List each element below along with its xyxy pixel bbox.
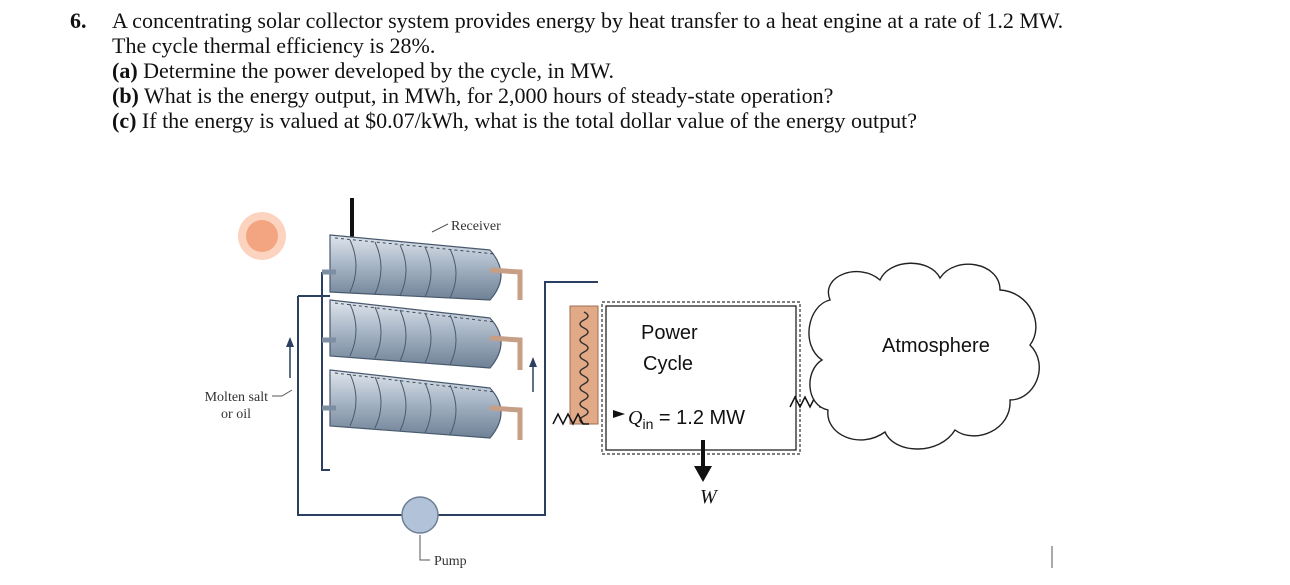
work-arrow <box>694 440 712 482</box>
fluid-label-line2: or oil <box>221 407 251 422</box>
part-b-label: (b) <box>112 83 139 108</box>
statement-line-2: The cycle thermal efficiency is 28%. <box>112 33 436 58</box>
part-b-text: What is the energy output, in MWh, for 2… <box>144 83 834 108</box>
collector-headers <box>322 269 336 411</box>
collector-2 <box>329 299 523 370</box>
atmosphere-cloud <box>808 262 1040 450</box>
statement-line-1: A concentrating solar collector system p… <box>112 8 1064 33</box>
problem-statement: 6. A concentrating solar collector syste… <box>70 8 1270 133</box>
receiver-leader <box>431 223 449 233</box>
part-c-text: If the energy is valued at $0.07/kWh, wh… <box>141 108 918 133</box>
part-a-text: Determine the power developed by the cyc… <box>143 58 614 83</box>
part-c-label: (c) <box>112 108 137 133</box>
atmosphere-label: Atmosphere <box>882 335 990 357</box>
fluid-leader <box>272 389 293 397</box>
collector-1 <box>329 234 523 301</box>
flow-arrow-right <box>529 357 537 392</box>
heat-exchanger <box>569 305 599 425</box>
fluid-label-line1: Molten salt <box>205 390 268 405</box>
power-cycle-box <box>601 301 801 455</box>
sun-icon <box>238 212 286 260</box>
work-symbol: W <box>700 486 719 508</box>
qin-arrow <box>552 410 625 426</box>
part-a-label: (a) <box>112 58 138 83</box>
qin-label: Qin = 1.2 MW <box>628 407 745 432</box>
part-b: (b) What is the energy output, in MWh, f… <box>112 83 1270 108</box>
cycle-label-line2: Cycle <box>643 353 693 375</box>
qin-symbol: Q <box>628 407 643 429</box>
problem-number: 6. <box>70 8 87 33</box>
cycle-label-line1: Power <box>641 322 698 344</box>
pump-label: Pump <box>434 554 467 569</box>
flow-arrow-left <box>286 337 294 378</box>
collector-3 <box>329 369 523 440</box>
qin-value: = 1.2 MW <box>653 407 745 429</box>
receiver-label: Receiver <box>451 219 501 234</box>
qin-subscript: in <box>642 416 653 432</box>
part-c: (c) If the energy is valued at $0.07/kWh… <box>112 108 1270 133</box>
part-a: (a) Determine the power developed by the… <box>112 58 1270 83</box>
pump-leader <box>419 535 430 561</box>
pump-icon <box>401 496 439 534</box>
